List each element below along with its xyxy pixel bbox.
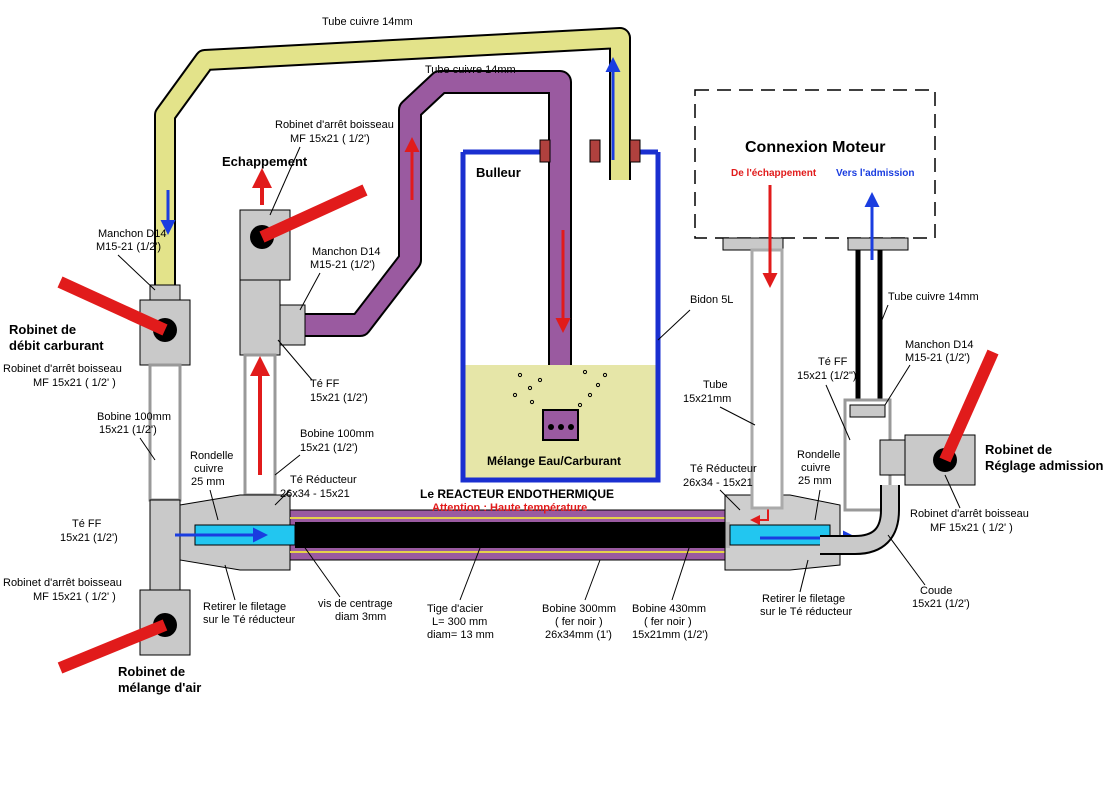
tube-top-label: Tube cuivre 14mm bbox=[322, 16, 413, 28]
robinet-arret-bottom-l2: MF 15x21 ( 1/2' ) bbox=[33, 591, 116, 603]
robinet-reglage-l2: Réglage admission bbox=[985, 458, 1104, 473]
rondelle-right-l2: cuivre bbox=[801, 462, 830, 474]
tube-15x21 bbox=[750, 248, 784, 510]
rondelle-left-l3: 25 mm bbox=[191, 476, 225, 488]
robinet-melange-l1: Robinet de bbox=[118, 664, 185, 679]
te-ff-left-l2: 15x21 (1/2') bbox=[60, 532, 118, 544]
robinet-reglage-l1: Robinet de bbox=[985, 442, 1052, 457]
bobine-430-l3: 15x21mm (1/2') bbox=[632, 629, 708, 641]
robinet-melange-l2: mélange d'air bbox=[118, 680, 201, 695]
vis-l1: vis de centrage bbox=[318, 598, 393, 610]
manchon-mid-l1: Manchon D14 bbox=[312, 246, 381, 258]
manchon-mid-l2: M15-21 (1/2') bbox=[310, 259, 375, 271]
te-ff-mid-l1: Té FF bbox=[310, 378, 340, 390]
reacteur-warning: Attention : Haute température bbox=[432, 502, 587, 514]
tige-l2: L= 300 mm bbox=[432, 616, 487, 628]
bidon-label: Bidon 5L bbox=[690, 294, 733, 306]
retirer-right-l1: Retirer le filetage bbox=[762, 593, 845, 605]
rondelle-left-l1: Rondelle bbox=[190, 450, 233, 462]
manchon-right bbox=[849, 404, 886, 418]
bobine-100-left bbox=[148, 363, 182, 502]
rondelle-right-l3: 25 mm bbox=[798, 475, 832, 487]
bobine-430-l1: Bobine 430mm bbox=[632, 603, 706, 615]
te-ff-mid bbox=[239, 279, 281, 356]
robinet-debit-l2: débit carburant bbox=[9, 338, 104, 353]
de-echappement-label: De l'échappement bbox=[731, 168, 817, 179]
te-reducteur-left-l1: Té Réducteur bbox=[290, 474, 357, 486]
reactor-body bbox=[179, 494, 841, 571]
retirer-left-l2: sur le Té réducteur bbox=[203, 614, 295, 626]
robinet-arret-left-l1: Robinet d'arrêt boisseau bbox=[3, 363, 122, 375]
te-reducteur-left-l2: 26x34 - 15x21 bbox=[280, 488, 350, 500]
coude-l1: Coude bbox=[920, 585, 952, 597]
melange-label: Mélange Eau/Carburant bbox=[487, 454, 621, 468]
robinet-arret-right-l1: Robinet d'arrêt boisseau bbox=[910, 508, 1029, 520]
manchon-right-l1: Manchon D14 bbox=[905, 339, 974, 351]
te-ff-left-l1: Té FF bbox=[72, 518, 102, 530]
bobine-100-mid-l2: 15x21 (1/2') bbox=[300, 442, 358, 454]
robinet-arret-top-l1: Robinet d'arrêt boisseau bbox=[275, 119, 394, 131]
te-ff-left bbox=[149, 499, 181, 596]
robinet-arret-left-l2: MF 15x21 ( 1/2' ) bbox=[33, 377, 116, 389]
bobine-430-l2: ( fer noir ) bbox=[644, 616, 692, 628]
tube-right-label: Tube cuivre 14mm bbox=[888, 291, 979, 303]
retirer-right-l2: sur le Té réducteur bbox=[760, 606, 852, 618]
robinet-arret-right-l2: MF 15x21 ( 1/2' ) bbox=[930, 522, 1013, 534]
coude-l2: 15x21 (1/2') bbox=[912, 598, 970, 610]
tube-15x21-l2: 15x21mm bbox=[683, 393, 731, 405]
purple-copper-tube bbox=[305, 70, 572, 415]
bobine-300-l2: ( fer noir ) bbox=[555, 616, 603, 628]
bobine-100-left-l1: Bobine 100mm bbox=[97, 411, 171, 423]
te-ff-right-l1: Té FF bbox=[818, 356, 848, 368]
robinet-debit-l1: Robinet de bbox=[9, 322, 76, 337]
te-ff-mid-l2: 15x21 (1/2') bbox=[310, 392, 368, 404]
bobine-100-left-l2: 15x21 (1/2') bbox=[99, 424, 157, 436]
tube-mid-label: Tube cuivre 14mm bbox=[425, 64, 516, 76]
echappement-label: Echappement bbox=[222, 154, 308, 169]
vers-admission-label: Vers l'admission bbox=[836, 168, 915, 179]
robinet-echappement-handle bbox=[259, 184, 368, 243]
bobine-100-mid-l1: Bobine 100mm bbox=[300, 428, 374, 440]
tige-l1: Tige d'acier bbox=[427, 603, 483, 615]
robinet-debit-handle bbox=[57, 276, 168, 336]
robinet-melange-handle bbox=[57, 619, 168, 674]
vis-l2: diam 3mm bbox=[335, 611, 386, 623]
robinet-reglage-handle bbox=[939, 349, 999, 463]
robinet-arret-top-l2: MF 15x21 ( 1/2') bbox=[290, 133, 370, 145]
manchon-right-l2: M15-21 (1/2') bbox=[905, 352, 970, 364]
bobine-300-l1: Bobine 300mm bbox=[542, 603, 616, 615]
rondelle-right-l1: Rondelle bbox=[797, 449, 840, 461]
yellow-copper-tube bbox=[154, 27, 631, 290]
connexion-moteur-title: Connexion Moteur bbox=[745, 139, 885, 156]
te-ff-right-l2: 15x21 (1/2") bbox=[797, 370, 857, 382]
manchon-left-l2: M15-21 (1/2') bbox=[96, 241, 161, 253]
manchon-left-l1: Manchon D14 bbox=[98, 228, 167, 240]
manchon-mid bbox=[279, 304, 306, 346]
tube-15x21-l1: Tube bbox=[703, 379, 728, 391]
te-reducteur-right-l2: 26x34 - 15x21 bbox=[683, 477, 753, 489]
tige-l3: diam= 13 mm bbox=[427, 629, 494, 641]
bobine-300-l3: 26x34mm (1') bbox=[545, 629, 612, 641]
reacteur-title: Le REACTEUR ENDOTHERMIQUE bbox=[420, 487, 614, 501]
te-reducteur-right-l1: Té Réducteur bbox=[690, 463, 757, 475]
connexion-moteur-box bbox=[694, 89, 936, 239]
robinet-arret-bottom-l1: Robinet d'arrêt boisseau bbox=[3, 577, 122, 589]
rondelle-left-l2: cuivre bbox=[194, 463, 223, 475]
bidon-container bbox=[460, 139, 661, 483]
bulleur-label: Bulleur bbox=[476, 165, 521, 180]
retirer-left-l1: Retirer le filetage bbox=[203, 601, 286, 613]
